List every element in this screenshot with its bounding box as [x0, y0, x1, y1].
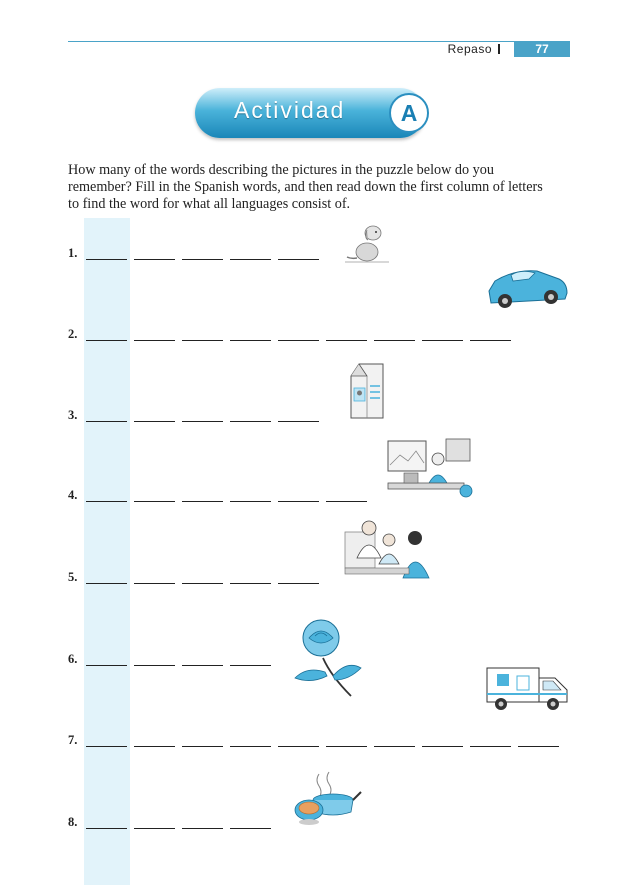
row-number: 7. — [68, 733, 78, 747]
letter-blank[interactable] — [518, 746, 559, 747]
letter-blank[interactable] — [86, 665, 127, 666]
letter-blank[interactable] — [134, 583, 175, 584]
letter-blank[interactable] — [86, 340, 127, 341]
letter-blank[interactable] — [230, 746, 271, 747]
letter-blank[interactable] — [86, 828, 127, 829]
letter-blank[interactable] — [470, 340, 511, 341]
rose-icon — [294, 619, 362, 697]
letter-blank[interactable] — [182, 583, 223, 584]
row-number: 8. — [68, 815, 78, 829]
letter-blank[interactable] — [182, 665, 223, 666]
letter-blank[interactable] — [86, 501, 127, 502]
letter-blank[interactable] — [182, 259, 223, 260]
activity-letter: A — [389, 93, 429, 133]
row-number: 6. — [68, 652, 78, 666]
letter-blank[interactable] — [230, 340, 271, 341]
activity-title: Actividad — [234, 97, 346, 123]
letter-blank[interactable] — [470, 746, 511, 747]
letter-blank[interactable] — [134, 746, 175, 747]
letter-blank[interactable] — [278, 421, 319, 422]
letter-blank[interactable] — [230, 665, 271, 666]
letter-blank[interactable] — [230, 501, 271, 502]
letter-blank[interactable] — [182, 421, 223, 422]
letter-blank[interactable] — [182, 501, 223, 502]
letter-blank[interactable] — [230, 259, 271, 260]
letter-blank[interactable] — [326, 501, 367, 502]
letter-blank[interactable] — [278, 340, 319, 341]
section-label: Repaso — [448, 42, 500, 56]
letter-blank[interactable] — [422, 746, 463, 747]
activity-banner — [195, 88, 425, 138]
letter-blank[interactable] — [326, 746, 367, 747]
letter-blank[interactable] — [86, 746, 127, 747]
office-desk-icon — [387, 438, 473, 498]
letter-blank[interactable] — [134, 421, 175, 422]
page-number: 77 — [514, 42, 570, 57]
row-number: 1. — [68, 246, 78, 260]
letter-blank[interactable] — [134, 340, 175, 341]
letter-blank[interactable] — [278, 583, 319, 584]
milk-carton-icon — [350, 363, 384, 419]
letter-blank[interactable] — [134, 259, 175, 260]
letter-blank[interactable] — [230, 583, 271, 584]
row-number: 4. — [68, 488, 78, 502]
letter-blank[interactable] — [230, 828, 271, 829]
letter-blank[interactable] — [182, 746, 223, 747]
first-column-highlight — [84, 218, 130, 885]
letter-blank[interactable] — [326, 340, 367, 341]
section-name: Repaso — [447, 42, 492, 56]
row-number: 2. — [68, 327, 78, 341]
letter-blank[interactable] — [134, 665, 175, 666]
letter-blank[interactable] — [182, 828, 223, 829]
letter-blank[interactable] — [374, 746, 415, 747]
letter-blank[interactable] — [134, 828, 175, 829]
header-rule — [68, 41, 570, 42]
car-icon — [488, 270, 568, 308]
letter-blank[interactable] — [374, 340, 415, 341]
instructions: How many of the words describing the pic… — [68, 162, 543, 212]
dog-icon — [345, 225, 389, 263]
letter-blank[interactable] — [230, 421, 271, 422]
letter-blank[interactable] — [422, 340, 463, 341]
row-number: 3. — [68, 408, 78, 422]
row-number: 5. — [68, 570, 78, 584]
ambulance-icon — [486, 667, 568, 710]
letter-blank[interactable] — [182, 340, 223, 341]
letter-blank[interactable] — [86, 583, 127, 584]
section-mark — [498, 44, 500, 54]
letter-blank[interactable] — [134, 501, 175, 502]
letter-blank[interactable] — [278, 259, 319, 260]
letter-blank[interactable] — [278, 501, 319, 502]
letter-blank[interactable] — [86, 259, 127, 260]
letter-blank[interactable] — [86, 421, 127, 422]
cooking-pot-icon — [294, 771, 362, 825]
letter-blank[interactable] — [278, 746, 319, 747]
meeting-people-icon — [344, 520, 430, 579]
